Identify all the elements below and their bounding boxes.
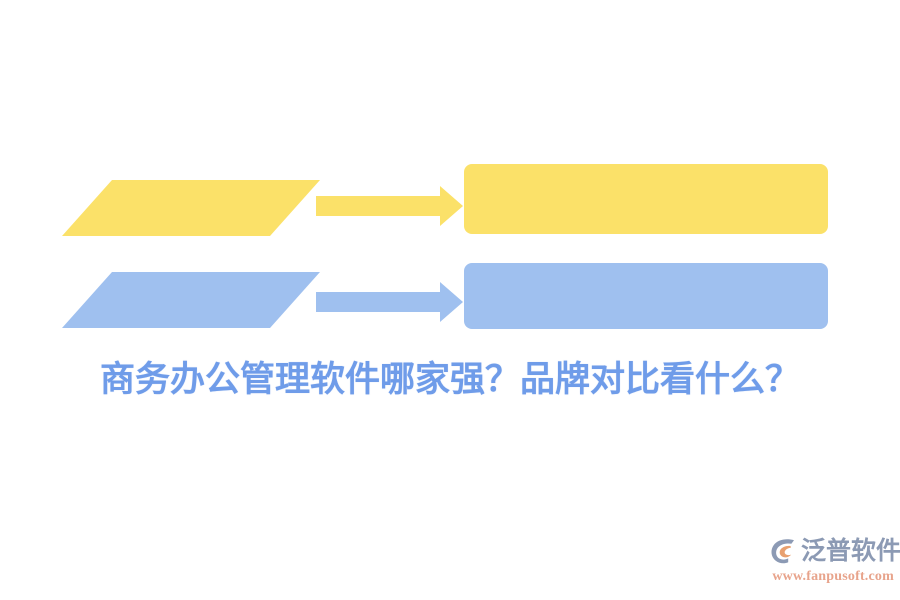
page-title: 商务办公管理软件哪家强？品牌对比看什么？: [99, 360, 800, 399]
flow-row-yellow: [62, 164, 828, 236]
process-flow-diagram: [62, 164, 828, 329]
arrow-right-yellow: [316, 186, 463, 226]
watermark-brand-name: 泛普软件: [801, 537, 900, 565]
fanpu-logo-icon: [770, 537, 798, 565]
parallelogram-blue: [62, 272, 320, 328]
watermark-url: www.fanpusoft.com: [772, 569, 894, 584]
rounded-rectangle-yellow: [464, 164, 828, 234]
watermark-logo: 泛普软件 www.fanpusoft.com: [770, 534, 900, 588]
flow-row-blue: [62, 263, 828, 329]
diagram-canvas: [62, 164, 828, 329]
watermark-brand-row: 泛普软件: [770, 534, 900, 568]
parallelogram-yellow: [62, 180, 320, 236]
rounded-rectangle-blue: [464, 263, 828, 329]
arrow-right-blue: [316, 282, 463, 322]
